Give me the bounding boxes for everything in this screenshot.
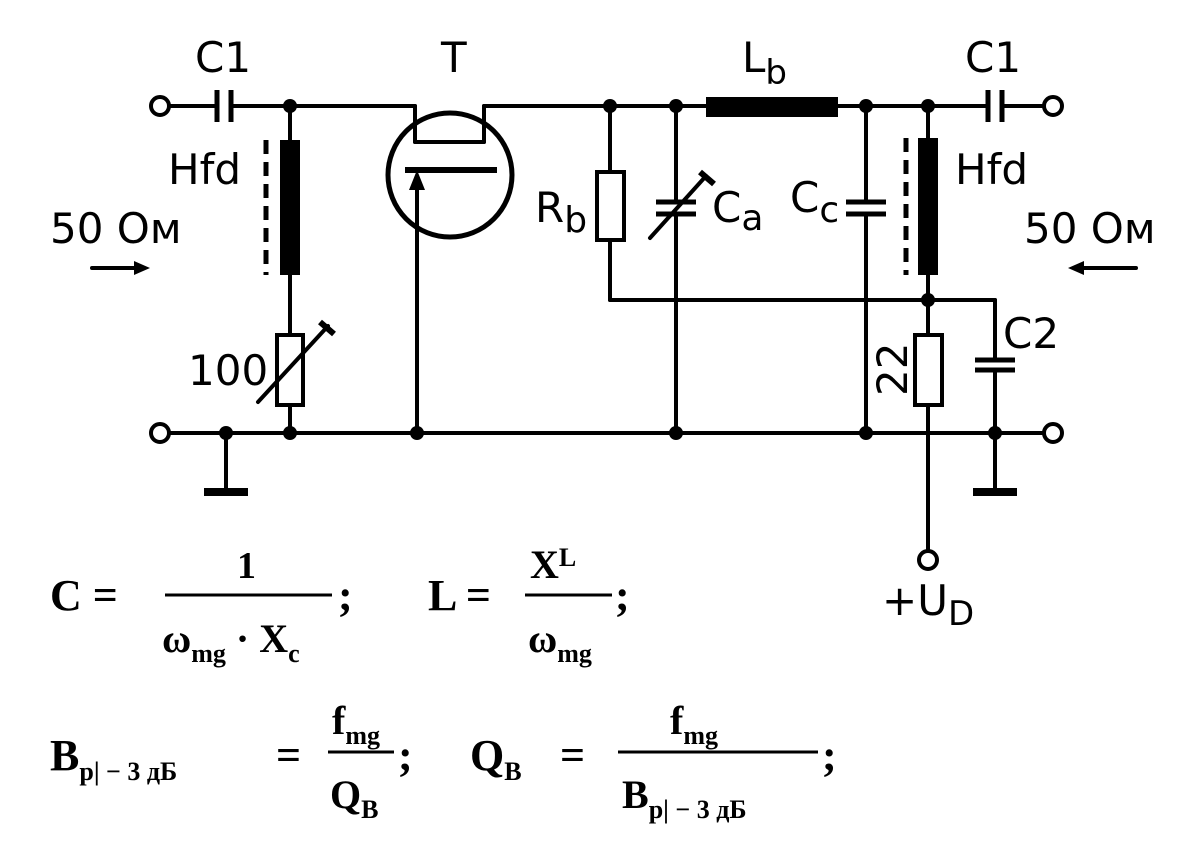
label-r100: 100 <box>188 346 268 395</box>
formula-qb-numerator: fmg <box>670 698 718 750</box>
formula-l-semicolon: ; <box>615 571 630 620</box>
formula-c-semicolon: ; <box>338 571 353 620</box>
transistor-t <box>385 110 515 240</box>
label-c2: C2 <box>1003 309 1059 358</box>
choke-hfd-right <box>903 138 938 275</box>
formula-bp-numerator: fmg <box>332 698 380 750</box>
capacitor-cc <box>846 199 886 217</box>
input-terminal-bottom <box>149 422 171 444</box>
terminals <box>149 95 1064 571</box>
formula-bp-equals: = <box>276 731 301 780</box>
label-r22: 22 <box>868 343 917 396</box>
label-hfd-left: Hfd <box>168 145 241 194</box>
label-ca: Ca <box>712 183 763 239</box>
formula-bandwidth: Bp| − 3 дБ = fmg QB ; <box>50 698 413 824</box>
output-terminal-top <box>1042 95 1064 117</box>
capacitor-c1-left <box>214 90 234 122</box>
label-hfd-right: Hfd <box>955 145 1028 194</box>
junction-dots <box>219 99 1002 440</box>
formula-quality-factor: QB = fmg Bp| − 3 дБ ; <box>470 698 837 824</box>
formula-l-numerator: XL <box>530 542 576 587</box>
resistor-22 <box>913 333 944 407</box>
label-c1-left: C1 <box>195 33 251 82</box>
inductor-lb <box>706 97 838 117</box>
output-terminal-bottom <box>1042 422 1064 444</box>
capacitor-c2 <box>975 357 1015 373</box>
formula-bp-semicolon: ; <box>398 731 413 780</box>
formula-qb-lhs: QB <box>470 731 522 786</box>
choke-hfd-left <box>263 140 300 275</box>
formula-qb-denominator: Bp| − 3 дБ <box>622 772 747 824</box>
label-rb: Rb <box>535 183 587 241</box>
input-arrow-icon <box>90 261 150 275</box>
supply-terminal <box>917 549 939 571</box>
label-supply: +UD <box>882 576 974 634</box>
label-impedance-right: 50 Ом <box>1024 204 1156 253</box>
formula-c-numerator: 1 <box>237 545 256 587</box>
label-cc: Cc <box>790 173 839 231</box>
output-arrow-icon <box>1068 261 1138 275</box>
resistor-rb <box>595 170 626 242</box>
resistor-100-variable <box>256 319 336 407</box>
formula-qb-equals: = <box>560 731 585 780</box>
formula-qb-semicolon: ; <box>822 731 837 780</box>
capacitor-c1-right <box>985 90 1005 122</box>
capacitor-ca-variable <box>648 169 716 240</box>
label-c1-right: C1 <box>965 33 1021 82</box>
formula-capacitance: C = 1 ωmg · Xc ; <box>50 545 353 668</box>
formula-c-denominator: ωmg · Xc <box>162 616 300 668</box>
label-impedance-left: 50 Ом <box>50 204 182 253</box>
formula-l-lhs: L = <box>428 571 491 620</box>
formula-l-denominator: ωmg <box>528 616 592 668</box>
formula-c-lhs: C = <box>50 571 118 620</box>
input-terminal-top <box>149 95 171 117</box>
formula-bp-denominator: QB <box>330 772 378 824</box>
label-transistor: T <box>440 33 467 82</box>
formula-inductance: L = XL ωmg ; <box>428 542 630 668</box>
formula-bp-lhs: Bp| − 3 дБ <box>50 731 177 786</box>
label-lb: Lb <box>742 33 787 93</box>
